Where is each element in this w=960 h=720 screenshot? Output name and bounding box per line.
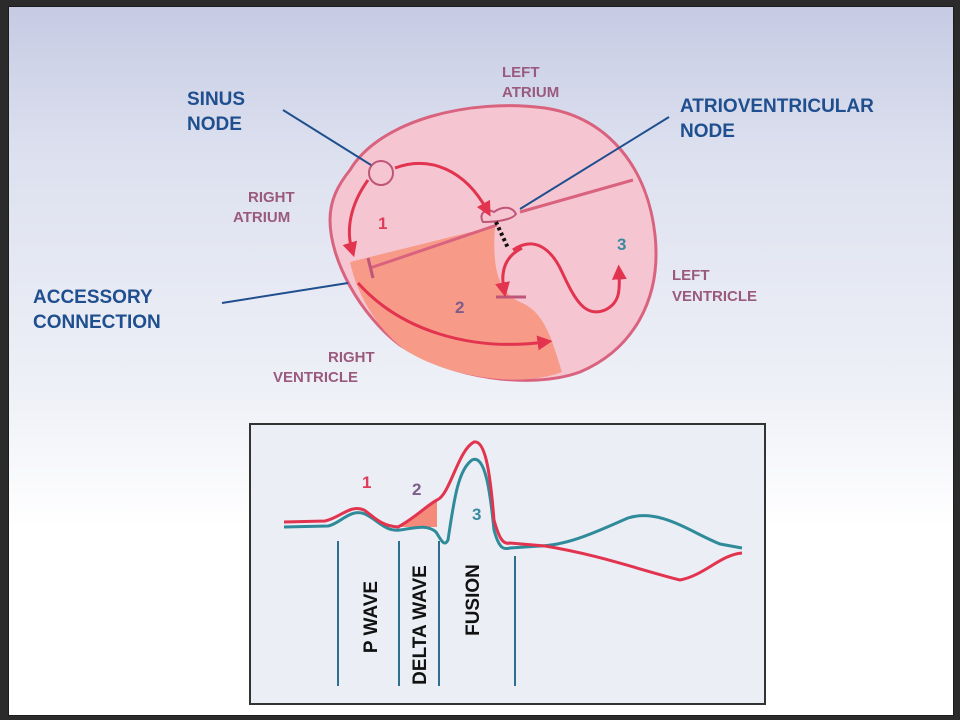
ecg-panel	[249, 423, 766, 705]
septum-line	[369, 223, 498, 270]
av-node-label: ATRIOVENTRICULAR NODE	[680, 96, 879, 142]
p-wave-label: P WAVE	[361, 581, 382, 653]
accessory-pointer	[221, 282, 349, 304]
left-atrium-label: LEFT ATRIUM	[502, 64, 559, 101]
path-av-to-lv	[495, 246, 523, 298]
ecg-teal-trace	[283, 457, 743, 551]
fusion-label: FUSION	[463, 564, 484, 636]
ecg-number-3: 3	[472, 505, 481, 524]
delta-wave-label: DELTA WAVE	[410, 565, 431, 685]
av-septum-line	[519, 178, 634, 214]
ecg-number-2: 2	[412, 480, 421, 499]
ecg-panel-box	[249, 423, 766, 705]
heart-illustration	[221, 104, 670, 382]
path-accessory-to-rv	[356, 281, 553, 351]
heart-path-number-1: 1	[378, 214, 387, 233]
right-atrium-label: RIGHT ATRIUM	[233, 189, 299, 226]
sinus-pointer	[282, 109, 372, 166]
ecg-red-trace	[283, 440, 743, 582]
ecg-number-1: 1	[362, 473, 371, 492]
path-lv-wave	[512, 242, 627, 314]
av-node-conduction	[494, 221, 510, 249]
sinus-node-label: SINUS NODE	[187, 89, 250, 135]
accessory-tick	[366, 257, 375, 279]
av-pointer	[519, 116, 670, 210]
path-sinus-to-av	[394, 161, 491, 217]
left-ventricle-label: LEFT VENTRICLE	[672, 267, 757, 305]
heart-path-number-3: 3	[617, 235, 626, 254]
heart-path-number-2: 2	[455, 298, 464, 317]
path-sinus-to-accessory	[342, 179, 370, 258]
right-ventricle-label: RIGHT VENTRICLE	[273, 349, 379, 386]
sinus-node	[368, 160, 394, 186]
accessory-connection-label: ACCESSORY CONNECTION	[33, 287, 161, 333]
right-ventricle-shading	[350, 226, 562, 380]
